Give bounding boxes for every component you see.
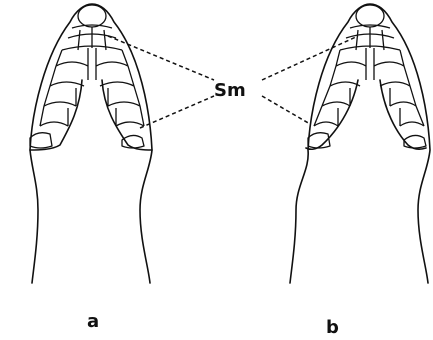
specimen-a-left-lobe (30, 80, 82, 150)
leader-line-b-lower (262, 96, 310, 124)
specimen-b-scale-row-3 (336, 48, 404, 80)
leader-line-b-upper (262, 36, 358, 80)
panel-label-b: b (326, 317, 339, 338)
specimen-a-scale-row-5 (44, 86, 140, 106)
specimen-a-scale-row-4 (50, 66, 134, 86)
specimen-b-scale-row-4 (330, 66, 410, 86)
panel-label-a: a (87, 311, 99, 332)
specimen-b-scale-row-2 (340, 27, 400, 50)
leader-line-a-lower (140, 96, 214, 128)
specimen-b (290, 4, 430, 283)
leader-line-a-upper (108, 36, 214, 80)
specimen-a-tip-scale (78, 5, 106, 27)
specimen-b-tip-scale (356, 5, 384, 27)
specimen-b-scale-row-6 (314, 106, 424, 126)
specimen-a-left-tip (30, 133, 52, 148)
specimen-a-scale-row-3 (56, 48, 128, 80)
specimen-a (30, 4, 152, 283)
specimen-b-right-tip (404, 135, 426, 148)
specimen-a-scale-row-6 (40, 106, 144, 126)
specimen-a-scale-row-2 (62, 27, 122, 50)
specimen-b-scale-row-5 (322, 86, 416, 106)
sm-label: Sm (214, 80, 246, 101)
